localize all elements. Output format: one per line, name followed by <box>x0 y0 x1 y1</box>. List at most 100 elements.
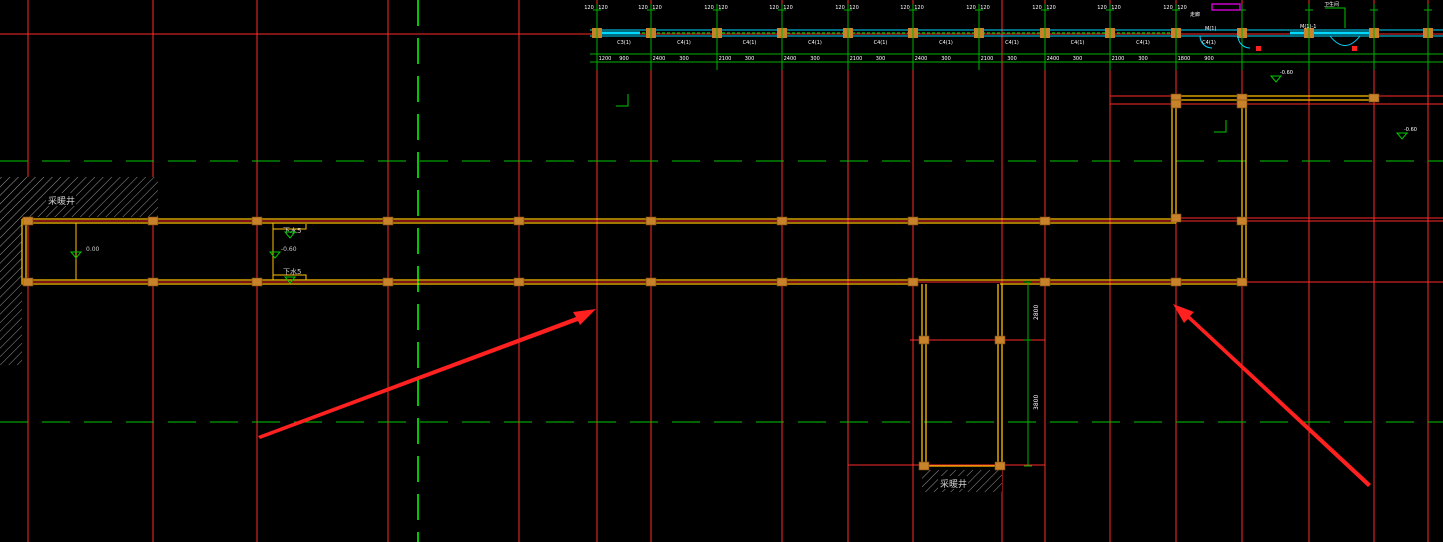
structural-column <box>22 277 34 287</box>
annotation-layer: 下水5 下水5 0.00 -0.60 2800 3800 <box>69 75 1409 467</box>
pier-dimension: 120 <box>704 5 714 11</box>
segment-dimension: 2400 <box>1047 56 1060 62</box>
right-area-label: 走廊 <box>1190 11 1200 18</box>
pier-dimension: 120 <box>598 5 608 11</box>
pier-dimension: 120 <box>769 5 779 11</box>
room-label-bg-left <box>46 193 76 206</box>
segment-dimension: 2400 <box>653 56 666 62</box>
structural-column <box>251 277 263 287</box>
structural-column <box>918 461 930 471</box>
structural-column <box>645 277 657 287</box>
structural-column <box>1170 99 1182 109</box>
corner-marker <box>616 94 629 107</box>
segment-dimension: 300 <box>941 56 951 62</box>
elevation-tag-left: 0.00 <box>86 246 100 253</box>
elevation-tag-mid: -0.60 <box>281 246 297 253</box>
segment-dimension: 300 <box>1073 56 1083 62</box>
window-tag: C4(1) <box>743 40 757 46</box>
segment-dimension: 1800 <box>1178 56 1191 62</box>
room-label-bg-bottom <box>938 476 968 489</box>
structural-column <box>918 335 930 345</box>
structural-column <box>147 216 159 226</box>
leader-line <box>1325 7 1346 28</box>
side-label-lower: 下水5 <box>283 267 301 276</box>
structural-column <box>907 277 919 287</box>
segment-dimension: 2400 <box>915 56 928 62</box>
segment-dimension: 300 <box>810 56 820 62</box>
vertical-dim-lower: 3800 <box>1033 395 1040 410</box>
structural-column <box>1039 216 1051 226</box>
hatched-wall-left-side <box>0 217 22 365</box>
window-tag: C4(1) <box>1136 40 1150 46</box>
room-label-left: 采暖井 <box>48 195 75 207</box>
elevation-marker <box>283 231 297 239</box>
segment-dimension: 2100 <box>981 56 994 62</box>
segment-dimension: 1200 <box>599 56 612 62</box>
elevation-marker <box>1269 75 1283 83</box>
window-tag: C4(1) <box>808 40 822 46</box>
structural-column <box>994 335 1006 345</box>
magenta-tag-box <box>1211 3 1241 11</box>
pier-dimension: 120 <box>835 5 845 11</box>
segment-dimension: 300 <box>1138 56 1148 62</box>
right-area-label: M(1) <box>1205 26 1216 32</box>
structural-column <box>382 277 394 287</box>
elevation-marker <box>283 276 297 284</box>
pier-dimension: 120 <box>980 5 990 11</box>
pier-dimension: 120 <box>900 5 910 11</box>
red-arrow-right[interactable] <box>1173 304 1371 487</box>
right-area-label: 卫生间 <box>1324 1 1339 8</box>
elevation-marker <box>1395 132 1409 140</box>
structural-column <box>645 216 657 226</box>
wall-layer <box>21 95 1378 467</box>
window-tag: C4(1) <box>939 40 953 46</box>
elevation-marker <box>69 251 83 259</box>
hatched-wall-left-top <box>0 177 158 217</box>
structural-column <box>776 216 788 226</box>
vertical-dim-upper: 2800 <box>1033 305 1040 320</box>
window-tag: C4(1) <box>1071 40 1085 46</box>
structural-column <box>994 461 1006 471</box>
segment-dimension: 900 <box>619 56 629 62</box>
pier-dimension: 120 <box>1163 5 1173 11</box>
structural-column <box>1170 277 1182 287</box>
corner-marker <box>1214 120 1227 133</box>
pier-dimension: 120 <box>638 5 648 11</box>
right-area-label: -0.60 <box>1404 127 1417 133</box>
pier-dimension: 120 <box>584 5 594 11</box>
structural-column <box>382 216 394 226</box>
hatch-layer: 采暖井 采暖井 <box>0 177 1002 492</box>
structural-column <box>1368 93 1380 103</box>
window-tag: C3(1) <box>617 40 631 46</box>
window-tag: C4(1) <box>677 40 691 46</box>
pier-dimension: 120 <box>1046 5 1056 11</box>
pier-dimension: 120 <box>652 5 662 11</box>
structural-column <box>147 277 159 287</box>
pier-dimension: 120 <box>966 5 976 11</box>
side-label-upper: 下水5 <box>283 226 301 235</box>
window-tag: C4(1) <box>874 40 888 46</box>
red-arrow-left[interactable] <box>258 309 596 439</box>
pier-dimension: 120 <box>1177 5 1187 11</box>
right-area-label: M(1)-1 <box>1300 24 1316 30</box>
pier-dimension: 120 <box>849 5 859 11</box>
elevation-marker <box>268 251 282 259</box>
pier-dimension: 120 <box>783 5 793 11</box>
structural-column <box>1236 277 1248 287</box>
structural-column <box>1236 216 1248 226</box>
structural-column <box>22 216 34 226</box>
segment-dimension: 300 <box>745 56 755 62</box>
segment-dimension: 2100 <box>1112 56 1125 62</box>
door-swing-arc <box>1199 35 1213 49</box>
pier-dimension: 120 <box>1097 5 1107 11</box>
segment-dimension: 300 <box>679 56 689 62</box>
arrow-layer <box>258 304 1371 487</box>
structural-column <box>1170 213 1182 223</box>
pier-dimension: 120 <box>1111 5 1121 11</box>
structural-column <box>513 216 525 226</box>
structural-column <box>907 216 919 226</box>
pier-dimension: 120 <box>1032 5 1042 11</box>
